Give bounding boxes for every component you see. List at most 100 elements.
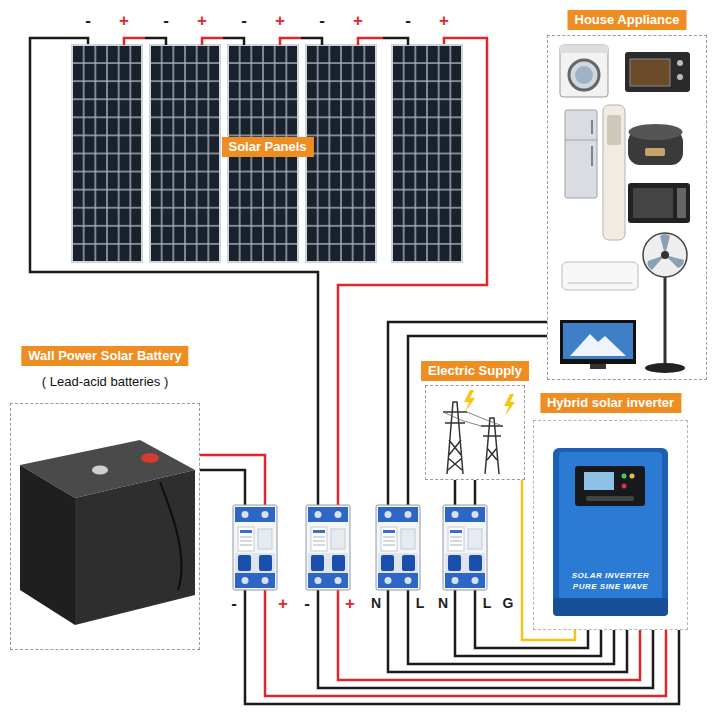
rice-cooker-panel (645, 148, 665, 156)
oven-knob (677, 74, 683, 80)
terminal-sign: - (85, 12, 91, 29)
fridge-handle (591, 146, 593, 166)
power-wire (200, 455, 666, 696)
split-ac-vent (568, 283, 632, 284)
component-label: Hybrid solar inverter (540, 393, 681, 413)
washing-machine-glass (575, 66, 593, 84)
circuit-breaker (306, 505, 350, 590)
washing-machine-panel (560, 45, 608, 53)
battery-negative-cap (92, 466, 108, 475)
terminal-sign: - (241, 12, 247, 29)
terminal-name: G (503, 596, 514, 610)
circuit-breaker (233, 505, 277, 590)
oven-knob (677, 60, 683, 66)
device-print: PURE SINE WAVE (573, 582, 648, 592)
microwave-window (633, 188, 673, 218)
series-wire (301, 38, 322, 45)
fridge (565, 110, 597, 198)
inverter-lcd (584, 472, 614, 490)
power-line (443, 412, 503, 426)
microwave (628, 183, 690, 223)
terminal-sign: + (353, 12, 363, 29)
terminal-sign: + (439, 12, 449, 29)
power-pylon (443, 402, 467, 474)
component-label: House Appliance (568, 10, 687, 30)
component-note: ( Lead-acid batteries ) (42, 374, 168, 390)
split-air-conditioner (562, 262, 638, 290)
terminal-sign: + (197, 12, 207, 29)
series-wire (145, 38, 166, 45)
battery-box: Wall Power Solar Battery( Lead-acid batt… (10, 403, 200, 650)
solar-panel (150, 45, 220, 262)
series-wire (280, 38, 301, 45)
terminal-name: N (438, 596, 448, 610)
solar-panel (392, 45, 462, 262)
fan-hub (661, 251, 669, 259)
component-label: Solar Panels (221, 137, 313, 157)
terminal-sign: - (304, 595, 310, 612)
inverter-led (630, 474, 635, 479)
tv-screen (563, 323, 633, 359)
terminal-sign: - (231, 595, 237, 612)
grid-supply-box: Electric Supply (425, 385, 525, 480)
series-wire (358, 38, 383, 45)
solar-array: Solar Panels (70, 45, 465, 262)
battery-side (20, 465, 75, 625)
series-wire (124, 38, 145, 45)
battery-handle (160, 482, 182, 590)
terminal-sign: + (119, 12, 129, 29)
circuit-breaker (443, 505, 487, 590)
power-pylon (481, 418, 503, 474)
wire-group (30, 38, 679, 704)
inverter-base (553, 598, 668, 616)
tv-stand (590, 364, 606, 369)
terminal-name: N (371, 596, 381, 610)
terminal-name: L (416, 596, 425, 610)
washing-machine (560, 45, 608, 97)
terminal-sign: - (405, 12, 411, 29)
inverter-case (553, 448, 668, 616)
terminal-sign: + (275, 12, 285, 29)
battery-front (75, 470, 195, 625)
fridge-door-line (565, 140, 597, 141)
television (560, 320, 636, 364)
oven-window (630, 59, 670, 86)
washing-machine-door (569, 60, 599, 90)
tv-picture (570, 334, 626, 356)
solar-panel (72, 45, 142, 262)
terminal-sign: - (163, 12, 169, 29)
series-wire (202, 38, 223, 45)
lightning-bolt (464, 390, 475, 412)
series-wire (383, 38, 408, 45)
appliance-group: House Appliance (547, 35, 707, 380)
rice-cooker-lid (629, 124, 683, 140)
component-label: Wall Power Solar Battery (21, 346, 188, 366)
terminal-name: L (483, 596, 492, 610)
fridge-handle (591, 120, 593, 134)
lightning-bolt (504, 394, 515, 416)
fan-pole (664, 277, 667, 365)
battery-positive-cap (141, 453, 159, 463)
terminal-sign: - (319, 12, 325, 29)
device-print: SOLAR INVERTER (572, 571, 650, 581)
fan-guard (643, 233, 687, 277)
series-wire (223, 38, 244, 45)
microwave-panel (677, 188, 686, 218)
tower-ac-vent (607, 115, 621, 145)
tower-air-conditioner (603, 105, 625, 240)
fan-blade (648, 234, 685, 270)
circuit-breaker (376, 505, 420, 590)
inverter-box: Hybrid solar inverterSOLAR INVERTERPURE … (533, 420, 688, 630)
solar-panel (306, 45, 376, 262)
oven (625, 52, 690, 92)
inverter-display-panel (575, 466, 645, 506)
inverter-buttons (586, 496, 634, 501)
inverter-front (559, 452, 662, 610)
inverter-led (622, 474, 627, 479)
terminal-sign: + (278, 595, 288, 612)
terminal-sign: + (345, 595, 355, 612)
fan-base (645, 363, 685, 373)
inverter-led (622, 484, 627, 489)
component-label: Electric Supply (421, 361, 529, 381)
